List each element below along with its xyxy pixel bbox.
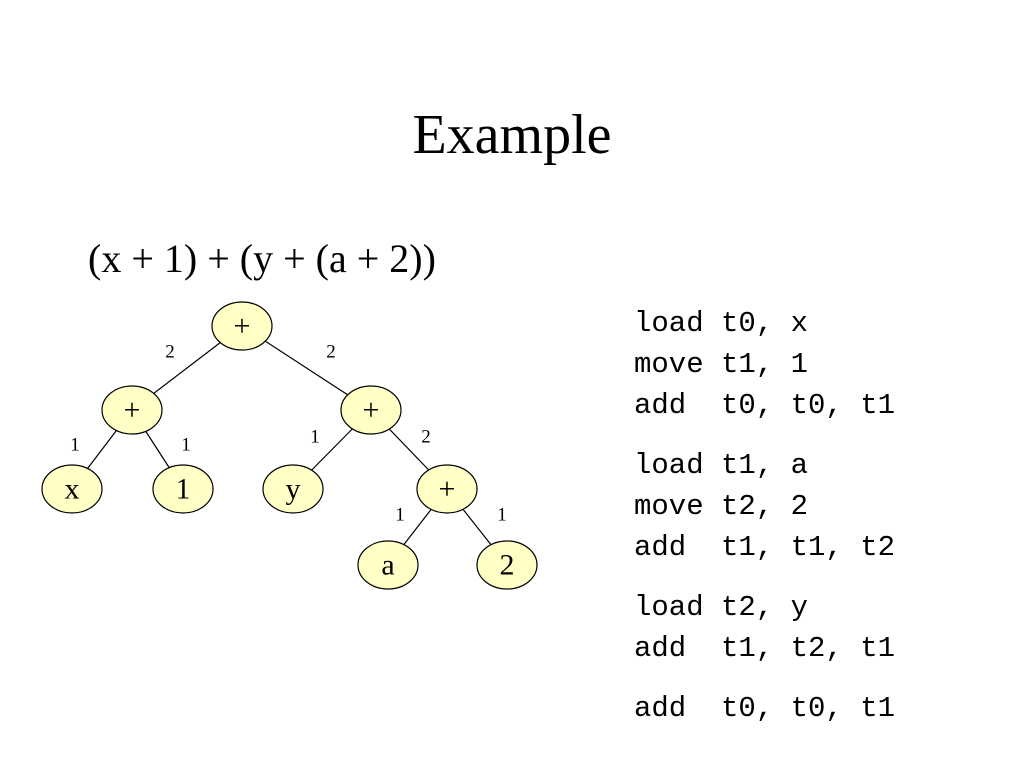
- edge-weight-label: 1: [181, 435, 191, 456]
- tree-node-ellipse: [357, 540, 419, 590]
- code-line: load t0, x: [634, 307, 809, 340]
- code-group: load t2, y add t1, t2, t1: [634, 587, 895, 669]
- tree-node-label: 2: [500, 549, 515, 582]
- edge-weight-label: 2: [421, 427, 431, 448]
- tree-node-root: +: [211, 301, 273, 351]
- tree-node-ellipse: [211, 301, 273, 351]
- slide-title: Example: [412, 104, 612, 166]
- tree-node-ellipse: [262, 464, 324, 514]
- code-line: move t1, 1: [634, 348, 809, 381]
- tree-node-leaf-2: 2: [476, 540, 538, 590]
- edge-weight-label: 1: [395, 505, 405, 526]
- tree-node-ellipse: [41, 464, 103, 514]
- tree-node-label: +: [234, 310, 251, 343]
- code-group: load t0, x move t1, 1 add t0, t0, t1: [634, 303, 895, 426]
- code-line: move t2, 2: [634, 490, 809, 523]
- tree-node-ellipse: [101, 385, 163, 435]
- tree-node-ellipse: [340, 385, 402, 435]
- tree-node-leaf-1: 1: [152, 464, 214, 514]
- tree-node-left-plus: +: [101, 385, 163, 435]
- tree-node-label: +: [124, 394, 141, 427]
- tree-node-ellipse: [476, 540, 538, 590]
- tree-node-label: +: [439, 473, 456, 506]
- code-group: add t0, t0, t1: [634, 688, 895, 729]
- tree-node-inner-plus: +: [416, 464, 478, 514]
- tree-node-label: +: [363, 394, 380, 427]
- edge-weight-label: 1: [310, 427, 320, 448]
- tree-node-label: 1: [176, 473, 191, 506]
- code-line: load t2, y: [634, 591, 809, 624]
- edge-weight-label: 2: [165, 342, 175, 363]
- tree-node-ellipse: [416, 464, 478, 514]
- tree-node-label: a: [381, 549, 394, 582]
- edge-weight-label: 1: [497, 505, 507, 526]
- edge-weight-label: 1: [70, 435, 80, 456]
- tree-node-ellipse: [152, 464, 214, 514]
- code-group: load t1, a move t2, 2 add t1, t1, t2: [634, 445, 895, 568]
- code-line: add t1, t1, t2: [634, 531, 896, 564]
- tree-node-leaf-y: y: [262, 464, 324, 514]
- code-line: add t1, t2, t1: [634, 632, 896, 665]
- code-line: load t1, a: [634, 449, 809, 482]
- code-line: add t0, t0, t1: [634, 389, 896, 422]
- code-line: add t0, t0, t1: [634, 692, 896, 725]
- tree-node-right-plus: +: [340, 385, 402, 435]
- tree-node-label: y: [286, 473, 301, 506]
- tree-node-label: x: [65, 473, 80, 506]
- expression-text: (x + 1) + (y + (a + 2)): [88, 236, 436, 281]
- edge-weight-label: 2: [326, 342, 336, 363]
- tree-node-leaf-a: a: [357, 540, 419, 590]
- tree-node-leaf-x: x: [41, 464, 103, 514]
